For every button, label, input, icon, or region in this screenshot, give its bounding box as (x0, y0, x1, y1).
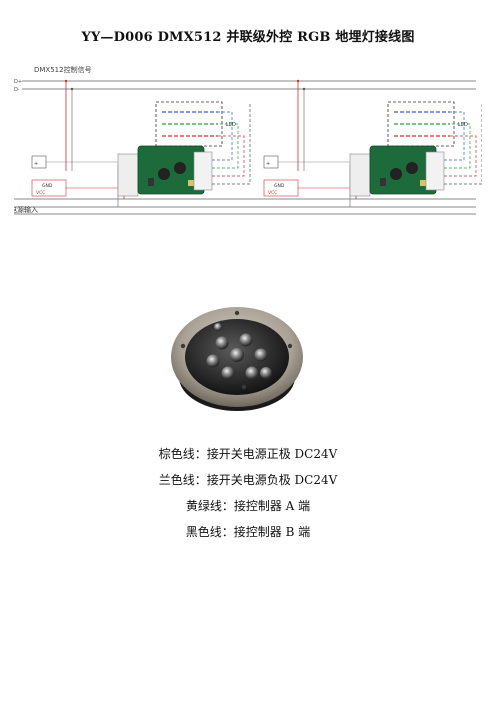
gnd-label-2: GND (274, 183, 285, 189)
controller-unit-2: + GND VCC LED (263, 79, 482, 207)
caption-yellow-green-wire: 黄绿线：接控制器 A 端 (185, 499, 311, 513)
led-label-2: LED (458, 122, 468, 128)
caption-brown-wire: 棕色线：接开关电源正极 DC24V (158, 447, 338, 461)
svg-text:+: + (34, 161, 38, 167)
caption-black-wire: 黑色线：接控制器 B 端 (185, 525, 311, 539)
line-d-minus-label: D- (14, 87, 20, 93)
line-d-plus-label: D+ (14, 79, 22, 85)
led-inground-light-photo (162, 283, 312, 433)
gnd-label-1: GND (42, 183, 53, 189)
svg-text:+: + (266, 161, 270, 167)
vcc-label-2: VCC (268, 190, 277, 196)
led-label-1: LED (226, 122, 236, 128)
caption-blue-wire: 兰色线：接开关电源负极 DC24V (158, 473, 338, 487)
page-title: YY—D006 DMX512 并联级外控 RGB 地埋灯接线图 (81, 30, 415, 45)
vcc-label-1: VCC (36, 190, 45, 196)
power-label: 电源输入 (14, 205, 38, 214)
controller-unit-1: + GND VCC LED (31, 79, 251, 207)
wiring-diagram: DMX512控制信号 D+ D- 电源输入 + GND VCC L (14, 65, 482, 215)
signal-label: DMX512控制信号 (34, 65, 92, 74)
